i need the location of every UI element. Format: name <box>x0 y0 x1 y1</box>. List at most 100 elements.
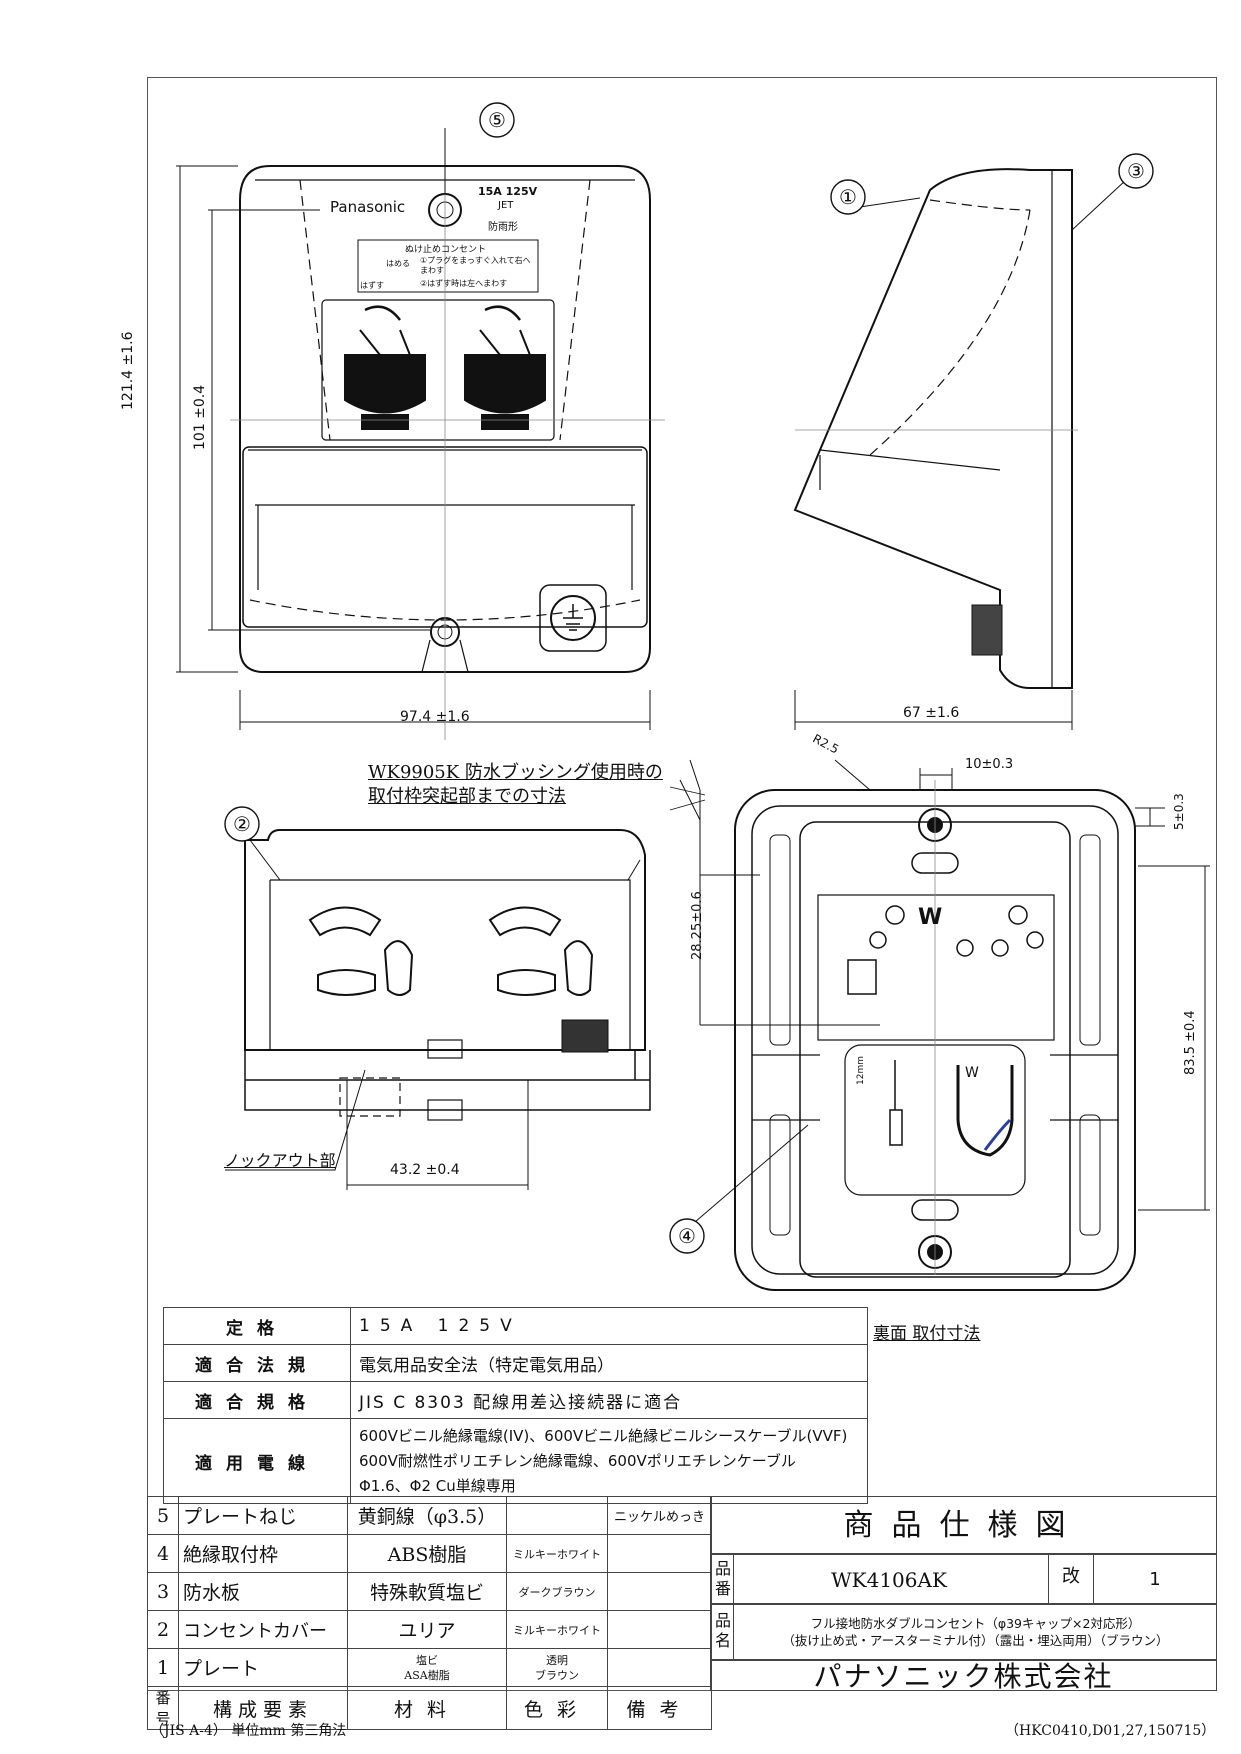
callout-5 <box>479 102 515 138</box>
part-remarks <box>607 1572 712 1611</box>
dim-slot-width: 10±0.3 <box>965 757 1014 772</box>
cover-view <box>225 829 651 1190</box>
parts-row: 5 プレートねじ 黄銅線（φ3.5） ニッケルめっき <box>147 1496 712 1535</box>
company-name: パナソニック株式会社 <box>813 1660 1114 1693</box>
dim-slot-offset: 5±0.3 <box>1172 793 1186 830</box>
part-material: ユリア <box>347 1610 507 1649</box>
header-material: 材料 <box>347 1686 507 1730</box>
spec-value: 15A 125V <box>350 1307 868 1345</box>
part-no: 4 <box>147 1534 179 1573</box>
product-name-cell: 品名 フル接地防水ダブルコンセント（φ39キャップ×2対応形） （抜け止め式・ア… <box>710 1604 1217 1661</box>
part-name: プレートねじ <box>178 1496 348 1535</box>
lock-insert: ①プラグをまっすぐ入れて右へまわす <box>420 256 531 275</box>
parts-header-row: 番号 構成要素 材料 色彩 備考 <box>147 1686 712 1730</box>
part-no: 5 <box>147 1496 179 1535</box>
company-cell: パナソニック株式会社 <box>710 1660 1217 1693</box>
part-name: 絶縁取付枠 <box>178 1534 348 1573</box>
parts-row: 4 絶縁取付枠 ABS樹脂 ミルキーホワイト <box>147 1534 712 1573</box>
front-view <box>176 128 665 740</box>
part-color: 透明 <box>546 1653 568 1667</box>
part-no: 3 <box>147 1572 179 1611</box>
product-name: フル接地防水ダブルコンセント（φ39キャップ×2対応形） （抜け止め式・アースタ… <box>733 1605 1217 1661</box>
callout-2 <box>224 806 260 842</box>
lock-title: ぬけ止めコンセント <box>405 245 487 255</box>
part-number: WK4106AK <box>733 1555 1044 1605</box>
spec-row: 適合法規電気用品安全法（特定電気用品） <box>163 1344 868 1382</box>
product-name-line1: フル接地防水ダブルコンセント（φ39キャップ×2対応形） <box>810 1616 1141 1631</box>
part-color-cell: 透明ブラウン <box>506 1648 608 1687</box>
part-name: 防水板 <box>178 1572 348 1611</box>
callout-4-label: ④ <box>678 1224 696 1248</box>
footer-right: （HKC0410,D01,27,150715） <box>1005 1723 1216 1739</box>
header-no: 番号 <box>147 1686 179 1730</box>
hazusu-label: はずす <box>360 281 384 290</box>
spec-key: 適合法規 <box>163 1344 351 1382</box>
title-cell: 商品仕様図 <box>710 1496 1217 1554</box>
spec-key: 適合規格 <box>163 1381 351 1419</box>
part-material: 黄銅線（φ3.5） <box>347 1496 507 1535</box>
part-no: 2 <box>147 1610 179 1649</box>
name-label: 品名 <box>715 1611 732 1650</box>
lock-remove: ②はずす時は左へまわす <box>420 279 508 288</box>
header-color: 色彩 <box>506 1686 608 1730</box>
part-name: プレート <box>178 1648 348 1687</box>
part-color: ミルキーホワイト <box>506 1534 608 1573</box>
callout-4 <box>669 1218 705 1254</box>
parts-table: 5 プレートねじ 黄銅線（φ3.5） ニッケルめっき 4 絶縁取付枠 ABS樹脂… <box>147 1496 712 1730</box>
dim-height-inner: 101 ±0.4 <box>192 384 208 450</box>
dim-height-outer: 121.4 ±1.6 <box>120 331 136 410</box>
strip-length: 12mm <box>856 1056 866 1085</box>
revision-number: 1 <box>1149 1569 1161 1590</box>
spec-key: 適用電線 <box>163 1418 351 1504</box>
callout-3 <box>1118 153 1154 189</box>
rainproof-label: 防雨形 <box>488 222 518 233</box>
product-name-line2: （抜け止め式・アースターミナル付）（露出・埋込両用）（ブラウン） <box>782 1633 1169 1648</box>
part-name: コンセントカバー <box>178 1610 348 1649</box>
part-material: ABS樹脂 <box>347 1534 507 1573</box>
bushing-note-line1: WK9905K 防水ブッシング使用時の <box>368 762 663 783</box>
part-color-2: ブラウン <box>535 1668 579 1682</box>
rating-label: 15A 125V <box>478 185 538 198</box>
footer-left: （JIS A-4） 単位mm 第三角法 <box>150 1723 347 1739</box>
part-color: ダークブラウン <box>506 1572 608 1611</box>
dim-width-front: 97.4 ±1.6 <box>400 709 470 725</box>
part-remarks <box>607 1610 712 1649</box>
parts-row: 3 防水板 特殊軟質塩ビ ダークブラウン <box>147 1572 712 1611</box>
knockout-note: ノックアウト部 <box>224 1151 336 1170</box>
part-material: 塩ビ <box>416 1653 438 1667</box>
part-no-label: 品番 <box>715 1559 732 1598</box>
dim-knockout-width: 43.2 ±0.4 <box>390 1162 460 1178</box>
callout-5-label: ⑤ <box>488 108 506 132</box>
spec-value: JIS C 8303 配線用差込接続器に適合 <box>350 1381 868 1419</box>
part-remarks: ニッケルめっき <box>607 1496 712 1535</box>
callout-3-label: ③ <box>1127 159 1145 183</box>
part-no: 1 <box>147 1648 179 1687</box>
header-component: 構成要素 <box>178 1686 348 1730</box>
brand-label: Panasonic <box>330 198 406 216</box>
part-color: ミルキーホワイト <box>506 1610 608 1649</box>
rear-mount-note: 裏面 取付寸法 <box>873 1324 981 1344</box>
callout-1 <box>830 179 866 215</box>
part-color <box>506 1496 608 1535</box>
hameru-label: はめる <box>386 259 410 268</box>
back-view <box>669 759 1210 1291</box>
parts-row: 2 コンセントカバー ユリア ミルキーホワイト <box>147 1610 712 1649</box>
callout-2-label: ② <box>233 812 251 836</box>
back-w-top: W <box>918 905 943 930</box>
callout-1-label: ① <box>839 185 857 209</box>
part-remarks <box>607 1648 712 1687</box>
drawing-title: 商品仕様図 <box>843 1508 1084 1543</box>
bushing-note-line2: 取付枠突起部までの寸法 <box>368 786 566 807</box>
part-number-cell: 品番 WK4106AK 改 1 <box>710 1554 1217 1605</box>
spec-key: 定格 <box>163 1307 351 1345</box>
side-view <box>793 168 1127 730</box>
part-material: 特殊軟質塩ビ <box>347 1572 507 1611</box>
part-remarks <box>607 1534 712 1573</box>
back-w-bottom: W <box>965 1065 979 1081</box>
